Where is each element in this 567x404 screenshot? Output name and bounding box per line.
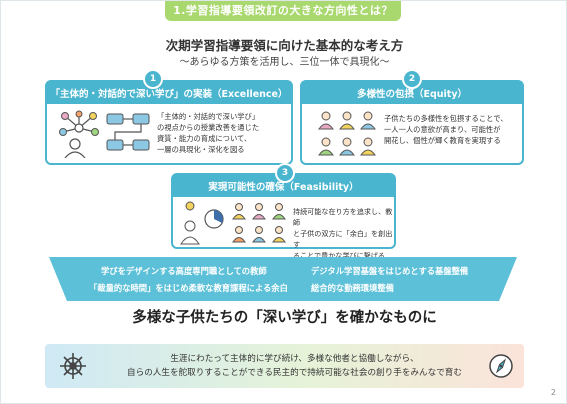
panel-feasibility-number: 3 bbox=[275, 163, 295, 183]
sub-title: 〜あらゆる方策を活用し、三位一体で具現化〜 bbox=[179, 57, 390, 68]
foundation-band: 学びをデザインする高度専門職としての教師 デジタル学習基盤をはじめとする基盤整備… bbox=[49, 257, 517, 301]
foundation-item-teacher: 学びをデザインする高度専門職としての教師 bbox=[101, 266, 267, 276]
text-line: 子供たちの多様性を包摂することで、 bbox=[384, 114, 508, 123]
panel-equity-title: 多様性の包摂（Equity） bbox=[302, 82, 522, 104]
vision-banner: 生涯にわたって主体的に学び続け、多様な他者と協働しながら、 自らの人生を舵取りす… bbox=[45, 344, 524, 388]
section-tab: 1.学習指導要領改訂の大きな方向性とは？ bbox=[165, 1, 401, 21]
panel-excellence-title: 「主体的・対話的で深い学び」の実装（Excellence） bbox=[47, 82, 291, 104]
compass-icon bbox=[488, 353, 514, 383]
children-icon bbox=[229, 199, 291, 251]
text-line: 持続可能な在り方を追求し、教師 bbox=[293, 207, 393, 227]
panel-feasibility-text: 持続可能な在り方を追求し、教師 と子供の双方に「余白」を創出す ることで豊かな学… bbox=[293, 206, 394, 261]
text-line: 一人一人の意欲が高まり、可能性が bbox=[384, 125, 501, 134]
text-line: 生涯にわたって主体的に学び続け、多様な他者と協働しながら、 bbox=[170, 354, 419, 364]
panel-feasibility: 実現可能性の確保（Feasibility） bbox=[171, 173, 396, 260]
clock-icon bbox=[203, 208, 225, 234]
panel-feasibility-title: 実現可能性の確保（Feasibility） bbox=[173, 175, 394, 197]
text-line: と子供の双方に「余白」を創出す bbox=[293, 229, 393, 249]
foundation-shape bbox=[49, 257, 517, 301]
foundation-item-digital: デジタル学習基盤をはじめとする基盤整備 bbox=[311, 266, 469, 276]
flowchart-icon bbox=[105, 110, 151, 162]
panel-excellence-text: 「主体的・対話的で深い学び」 の視点からの授業改善を通じた 資質・能力の育成につ… bbox=[157, 111, 259, 155]
text-line: 自らの人生を舵取りすることができる民主的で持続可能な社会の創り手をみんなで育む bbox=[127, 368, 462, 378]
text-line: ることで豊かな学びに繋げる bbox=[293, 251, 386, 260]
panel-excellence: 「主体的・対話的で深い学び」の実装（Excellence） bbox=[45, 80, 293, 165]
panel-equity-number: 2 bbox=[402, 69, 422, 89]
foundation-item-work-environment: 総合的な勤務環境整備 bbox=[311, 283, 394, 293]
text-line: 資質・能力の育成について、 bbox=[157, 134, 252, 143]
panel-equity: 多様性の包摂（Equity） 子供たちの多様性を包摂することで、 一人一人の意欲… bbox=[300, 80, 524, 165]
goal-statement: 多様な子供たちの「深い学び」を確かなものに bbox=[132, 310, 437, 326]
main-title: 次期学習指導要領に向けた基本的な考え方 bbox=[165, 38, 404, 53]
foundation-item-curriculum: 「裁量的な時間」をはじめ柔軟な教育課程による余白 bbox=[89, 283, 288, 293]
page-number: 2 bbox=[550, 388, 556, 397]
text-line: 「主体的・対話的で深い学び」 bbox=[157, 112, 260, 121]
text-line: 一層の具現化・深化を図る bbox=[157, 145, 245, 154]
vision-text: 生涯にわたって主体的に学び続け、多様な他者と協働しながら、 自らの人生を舵取りす… bbox=[105, 352, 484, 380]
text-line: の視点からの授業改善を通じた bbox=[157, 123, 260, 132]
diverse-people-icon bbox=[316, 109, 378, 165]
text-line: 開花し、個性が輝く教育を実現する bbox=[384, 136, 501, 145]
panel-equity-text: 子供たちの多様性を包摂することで、 一人一人の意欲が高まり、可能性が 開花し、個… bbox=[384, 113, 508, 146]
network-people-icon bbox=[57, 110, 101, 162]
panel-excellence-number: 1 bbox=[143, 69, 163, 89]
teacher-idea-icon bbox=[179, 199, 201, 250]
ship-wheel-icon bbox=[59, 352, 87, 384]
